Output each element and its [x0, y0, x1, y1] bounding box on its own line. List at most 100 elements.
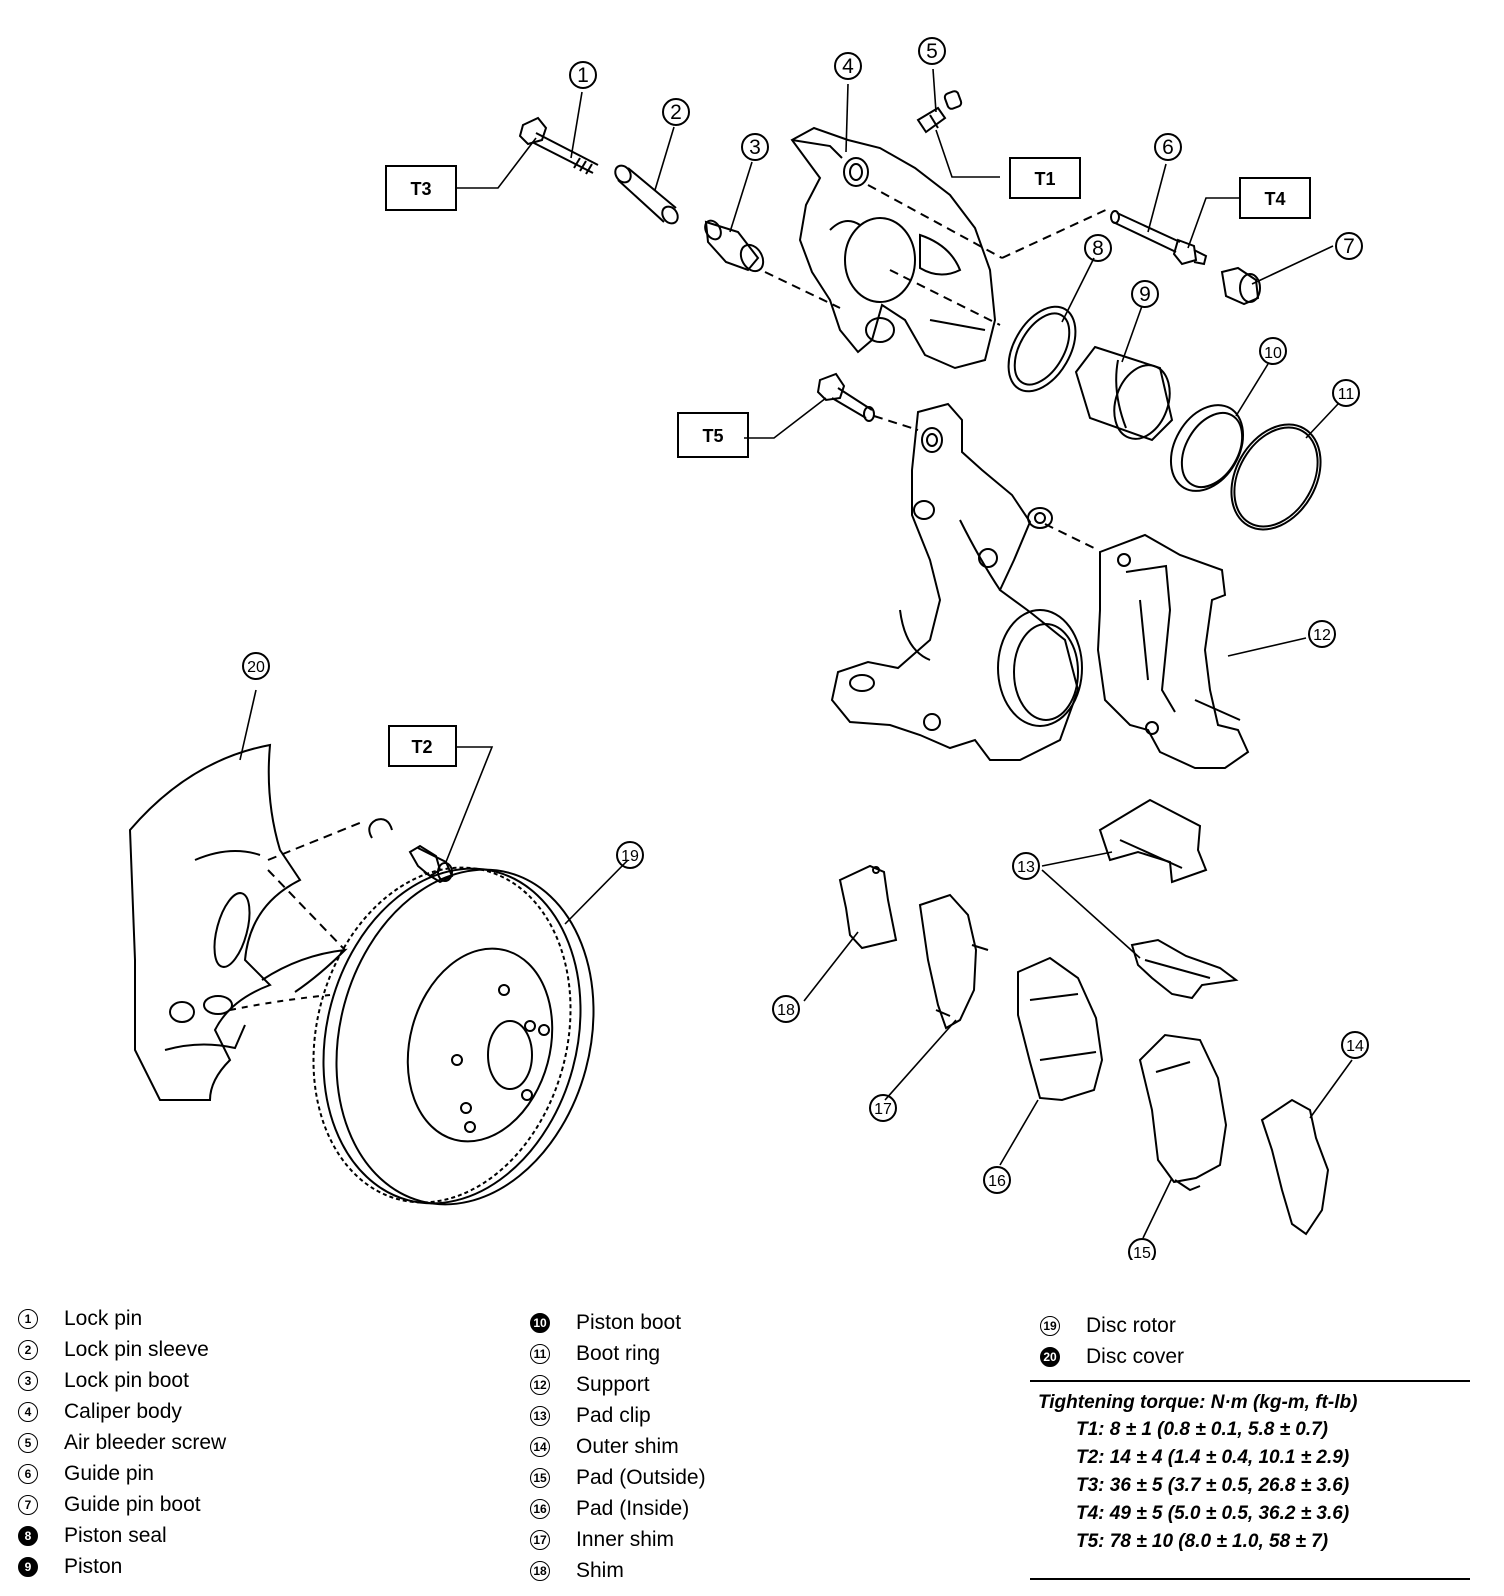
legend-item: 10 Piston boot	[530, 1307, 706, 1338]
svg-text:17: 17	[874, 1101, 892, 1118]
svg-text:13: 13	[1017, 859, 1035, 876]
legend-column-1: 1 Lock pin 2 Lock pin sleeve 3 Lock pin boo…	[18, 1303, 226, 1582]
legend-number: 3	[18, 1370, 38, 1391]
leader-lines	[239, 68, 1353, 1239]
callout-9: 9	[1131, 280, 1159, 308]
torque-box-t3: T3	[385, 165, 457, 211]
legend-label: Boot ring	[576, 1342, 661, 1365]
piston-seal	[1007, 305, 1077, 393]
torque-row: T4: 49 ± 5 (5.0 ± 0.5, 36.2 ± 3.6)	[1076, 1503, 1350, 1524]
svg-text:10: 10	[1264, 345, 1282, 362]
legend-number: 10	[530, 1312, 550, 1333]
piston-boot	[1169, 404, 1245, 492]
outer-shim	[1260, 1098, 1330, 1236]
legend-label: Pad (Outside)	[576, 1466, 706, 1489]
legend-number: 9	[18, 1556, 38, 1577]
svg-text:2: 2	[670, 101, 682, 124]
torque-row: T1: 8 ± 1 (0.8 ± 0.1, 5.8 ± 0.7)	[1076, 1419, 1329, 1440]
caliper-mount-bolt	[816, 372, 875, 422]
legend-label: Inner shim	[576, 1528, 675, 1551]
callout-4: 4	[834, 52, 862, 80]
svg-text:14: 14	[1346, 1038, 1364, 1055]
legend-label: Air bleeder screw	[64, 1431, 227, 1454]
legend-number: 13	[530, 1405, 550, 1426]
svg-text:1: 1	[577, 64, 589, 87]
legend-number: 19	[1040, 1315, 1060, 1336]
legend-number: 16	[530, 1498, 550, 1519]
support-bracket	[1096, 533, 1250, 769]
legend-number: 12	[530, 1374, 550, 1395]
pad-clip	[1098, 798, 1239, 1000]
legend-number: 6	[18, 1463, 38, 1484]
callout-15: 15	[1128, 1238, 1156, 1260]
legend-item: 15 Pad (Outside)	[530, 1462, 706, 1493]
torque-box-t5: T5	[677, 412, 749, 458]
legend-number: 15	[530, 1467, 550, 1488]
legend-label: Support	[576, 1373, 650, 1396]
lock-pin-sleeve	[614, 164, 679, 225]
legend-number: 5	[18, 1432, 38, 1453]
disc-cover-bolt	[368, 818, 454, 884]
legend-label: Lock pin	[64, 1307, 143, 1330]
legend-item: 2 Lock pin sleeve	[18, 1334, 226, 1365]
callout-5: 5	[918, 37, 946, 65]
svg-text:12: 12	[1313, 627, 1331, 644]
callout-12: 12	[1308, 620, 1336, 648]
callout-19: 19	[616, 841, 644, 869]
callout-3: 3	[741, 133, 769, 161]
legend-label: Piston boot	[576, 1311, 682, 1334]
torque-row: T5: 78 ± 10 (8.0 ± 1.0, 58 ± 7)	[1076, 1531, 1329, 1552]
legend-item: 1 Lock pin	[18, 1303, 226, 1334]
svg-text:11: 11	[1338, 386, 1355, 403]
torque-box-t2: T2	[388, 725, 457, 767]
lock-pin	[518, 116, 599, 175]
svg-text:19: 19	[621, 848, 639, 865]
torque-box-t1: T1	[1009, 157, 1081, 199]
bottom-rule	[1030, 1578, 1470, 1580]
legend-label: Piston seal	[64, 1524, 167, 1547]
legend-label: Outer shim	[576, 1435, 679, 1458]
legend-label: Shim	[576, 1559, 624, 1582]
callout-6: 6	[1154, 133, 1182, 161]
callout-8: 8	[1084, 234, 1112, 262]
legend-number: 18	[530, 1560, 550, 1581]
legend-label: Guide pin boot	[64, 1493, 201, 1516]
assembly-lines	[267, 184, 1111, 951]
piston	[1074, 345, 1174, 442]
legend-label: Piston	[64, 1555, 123, 1578]
legend-item: 3 Lock pin boot	[18, 1365, 226, 1396]
svg-text:T1: T1	[1034, 169, 1055, 189]
svg-text:5: 5	[926, 40, 938, 63]
svg-text:9: 9	[1139, 283, 1151, 306]
exploded-brake-diagram: 1 2 3 4 5 6 7 8 9 10 11 12	[128, 37, 1369, 1260]
inner-shim	[918, 893, 989, 1030]
svg-text:T5: T5	[702, 426, 723, 446]
shim	[838, 864, 898, 950]
legend-number: 1	[18, 1308, 38, 1329]
callout-13: 13	[1012, 852, 1040, 880]
callout-2: 2	[662, 98, 690, 126]
caliper-body	[790, 126, 997, 370]
svg-text:T2: T2	[411, 737, 432, 757]
legend-item: 6 Guide pin	[18, 1458, 226, 1489]
legend-item: 18 Shim	[530, 1555, 706, 1586]
legend-label: Lock pin sleeve	[64, 1338, 209, 1361]
legend-number: 2	[18, 1339, 38, 1360]
callout-11: 11	[1332, 379, 1360, 407]
svg-text:T3: T3	[410, 179, 431, 199]
legend-label: Lock pin boot	[64, 1369, 189, 1392]
legend-number: 20	[1040, 1346, 1060, 1367]
torque-box-t4: T4	[1239, 177, 1311, 219]
lock-pin-boot	[704, 219, 765, 273]
torque-spec-table: Tightening torque: N·m (kg-m, ft-lb) T1:…	[1030, 1380, 1470, 1580]
legend-label: Guide pin	[64, 1462, 154, 1485]
